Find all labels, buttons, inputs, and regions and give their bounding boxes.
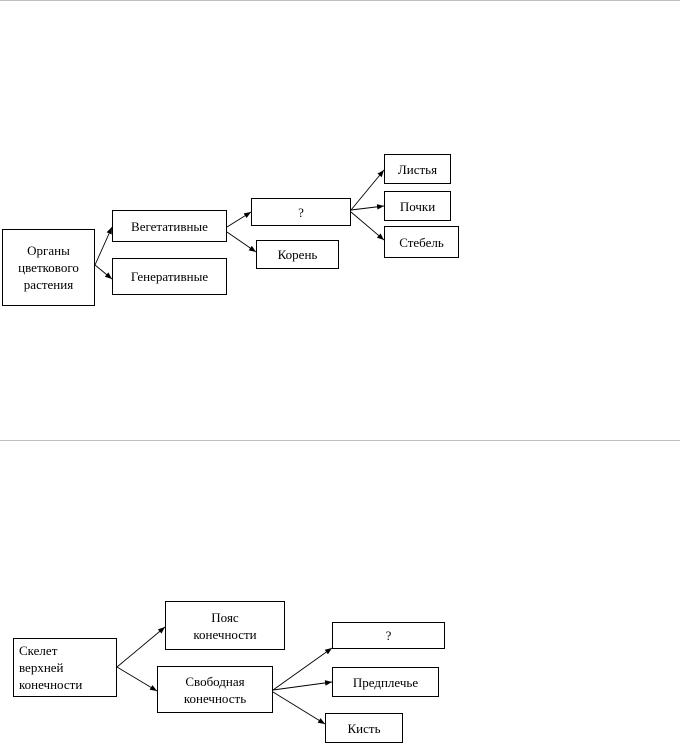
node-flowering-plant-organs-label: Органы цветкового растения: [18, 243, 79, 292]
node-hand-label: Кисть: [347, 720, 381, 736]
arrow-unknown-to-buds: [350, 204, 385, 211]
node-vegetative: Вегетативные: [112, 210, 227, 242]
arrow-unknown-to-leaves: [350, 169, 385, 211]
arrow-skeleton-to-free-limb: [116, 666, 158, 692]
node-stem: Стебель: [384, 226, 459, 258]
node-forearm: Предплечье: [332, 667, 439, 697]
node-unknown-1-label: ?: [298, 204, 304, 220]
top-divider: [0, 0, 680, 1]
arrow-skeleton-to-girdle: [116, 626, 166, 668]
node-unknown-2-label: ?: [385, 628, 392, 643]
node-forearm-label: Предплечье: [352, 674, 419, 690]
middle-divider: [0, 440, 680, 441]
node-generative-label: Генеративные: [130, 269, 209, 284]
node-buds-label: Почки: [399, 198, 436, 214]
node-leaves: Листья: [384, 154, 451, 184]
node-free-limb: Свободная конечность: [157, 666, 273, 713]
node-vegetative-label: Вегетативные: [131, 218, 208, 234]
arrow-free-limb-to-forearm: [272, 680, 333, 691]
node-limb-girdle: Пояс конечности: [165, 601, 285, 650]
node-free-limb-label: Свободная конечность: [183, 673, 247, 706]
node-generative: Генеративные: [112, 258, 227, 295]
node-unknown-1: ?: [251, 198, 351, 226]
node-stem-label: Стебель: [399, 234, 444, 250]
node-leaves-label: Листья: [397, 161, 438, 177]
node-flowering-plant-organs: Органы цветкового растения: [2, 229, 95, 306]
arrow-vegetative-to-unknown: [226, 211, 252, 228]
node-unknown-2: ?: [332, 622, 445, 649]
node-root: Корень: [256, 240, 339, 269]
node-hand: Кисть: [325, 713, 403, 743]
arrow-free-limb-to-hand: [272, 691, 326, 725]
node-limb-girdle-label: Пояс конечности: [193, 609, 257, 642]
arrow-organs-to-vegetative: [94, 226, 113, 266]
node-buds: Почки: [384, 191, 451, 221]
node-upper-limb-skeleton-label: Скелет верхней конечности: [19, 643, 83, 692]
arrow-free-limb-to-unknown: [272, 647, 333, 691]
arrow-vegetative-to-root: [226, 231, 257, 253]
node-root-label: Корень: [277, 247, 318, 262]
arrow-unknown-to-stem: [350, 211, 385, 241]
arrow-organs-to-generative: [94, 264, 113, 280]
node-upper-limb-skeleton: Скелет верхней конечности: [13, 638, 117, 697]
